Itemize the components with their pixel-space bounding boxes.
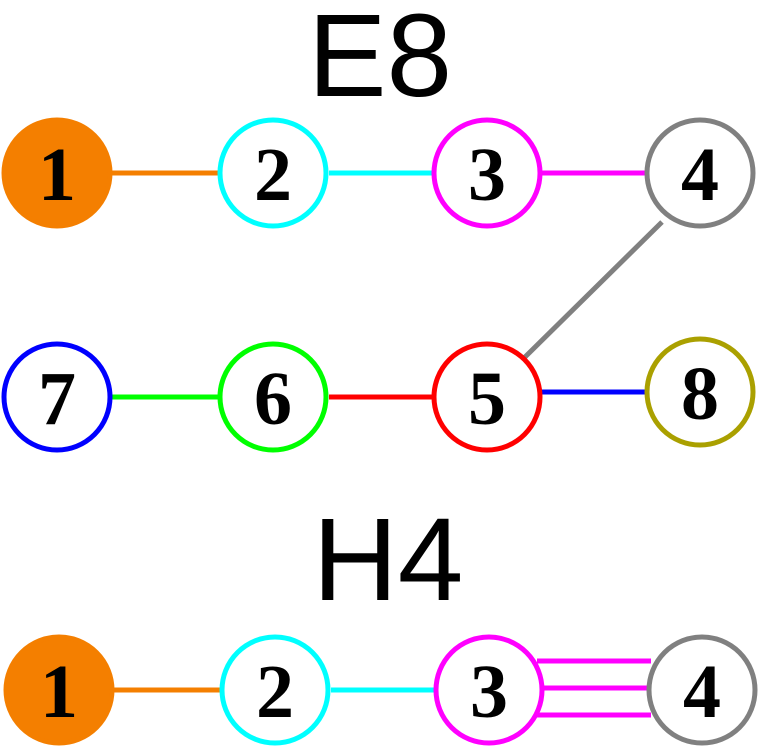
h4-node-3-circle [433, 634, 545, 746]
e8-diagram: E8 1 2 3 4 5 [1, 0, 756, 453]
e8-node-1-circle [1, 117, 113, 229]
e8-node-8: 8 [644, 336, 756, 448]
e8-node-7-label: 7 [38, 357, 76, 441]
h4-node-1-label: 1 [40, 650, 78, 734]
e8-node-3-label: 3 [468, 133, 506, 217]
e8-node-6-circle [217, 341, 329, 453]
h4-node-4-circle [646, 634, 758, 746]
h4-node-4-label: 4 [683, 650, 721, 734]
e8-node-7-circle [1, 341, 113, 453]
h4-edge-3-4-triple [537, 658, 651, 718]
e8-node-2-circle [217, 117, 329, 229]
e8-edge-4-5 [522, 220, 664, 360]
h4-diagram: H4 1 2 3 4 [3, 494, 758, 746]
e8-node-7: 7 [1, 341, 113, 453]
e8-node-8-label: 8 [681, 352, 719, 436]
e8-node-5: 5 [431, 341, 543, 453]
e8-title: E8 [308, 0, 452, 122]
h4-node-1: 1 [3, 634, 115, 746]
e8-node-1: 1 [1, 117, 113, 229]
e8-node-3-circle [431, 117, 543, 229]
e8-node-1-label: 1 [38, 133, 76, 217]
h4-node-2: 2 [219, 634, 331, 746]
h4-edges [114, 658, 651, 718]
e8-node-4-label: 4 [681, 133, 719, 217]
e8-node-3: 3 [431, 117, 543, 229]
e8-node-2-label: 2 [254, 133, 292, 217]
e8-node-6: 6 [217, 341, 329, 453]
e8-edges [112, 170, 664, 400]
e8-node-6-label: 6 [254, 357, 292, 441]
e8-node-2: 2 [217, 117, 329, 229]
e8-node-8-circle [644, 336, 756, 448]
h4-node-2-label: 2 [256, 650, 294, 734]
h4-node-1-circle [3, 634, 115, 746]
e8-node-4: 4 [644, 117, 756, 229]
h4-node-4: 4 [646, 634, 758, 746]
e8-node-4-circle [644, 117, 756, 229]
e8-node-5-label: 5 [468, 357, 506, 441]
h4-title: H4 [313, 494, 464, 626]
h4-node-2-circle [219, 634, 331, 746]
h4-node-3: 3 [433, 634, 545, 746]
h4-node-3-label: 3 [470, 650, 508, 734]
e8-node-5-circle [431, 341, 543, 453]
